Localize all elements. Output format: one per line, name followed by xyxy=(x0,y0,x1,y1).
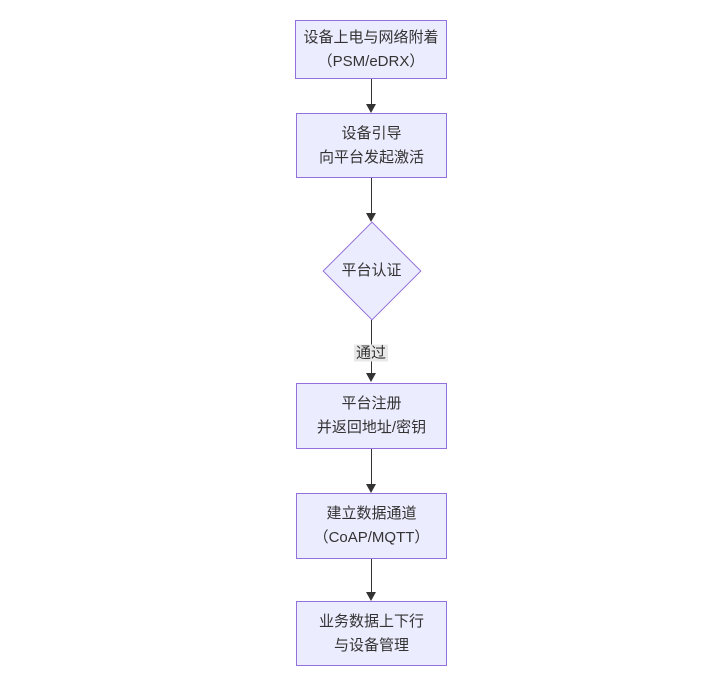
node-text-line: 设备上电与网络附着 xyxy=(303,28,439,46)
node-text-line: 业务数据上下行 xyxy=(318,612,424,630)
node-text-line: （PSM/eDRX） xyxy=(317,52,425,70)
node-text-line: 平台认证 xyxy=(341,261,402,279)
node-text-line: 并返回地址/密钥 xyxy=(316,419,427,436)
node-text-line: （CoAP/MQTT） xyxy=(313,529,430,546)
flow-node-platform-auth: 平台认证 xyxy=(322,221,422,321)
edge-line-e-f xyxy=(371,559,372,592)
flow-node-business-data: 业务数据上下行 与设备管理 xyxy=(296,601,447,666)
edge-line-b-c xyxy=(371,178,372,213)
node-text-line: 与设备管理 xyxy=(333,636,409,654)
arrow-down-icon xyxy=(366,104,376,113)
arrow-down-icon xyxy=(366,373,376,382)
flow-node-power-network-attach: 设备上电与网络附着 （PSM/eDRX） xyxy=(295,20,447,79)
flow-node-device-bootstrap: 设备引导 向平台发起激活 xyxy=(296,113,447,178)
arrow-down-icon xyxy=(366,484,376,493)
edge-line-d-e xyxy=(371,449,372,484)
node-text-line: 建立数据通道 xyxy=(326,505,417,522)
edge-label-pass: 通过 xyxy=(353,344,389,362)
node-text-line: 设备引导 xyxy=(341,124,402,142)
edge-line-a-b xyxy=(371,79,372,104)
arrow-down-icon xyxy=(366,592,376,601)
node-text-line: 向平台发起激活 xyxy=(318,148,424,166)
node-text-line: 平台注册 xyxy=(341,395,402,412)
flow-node-platform-register: 平台注册 并返回地址/密钥 xyxy=(296,383,447,449)
arrow-down-icon xyxy=(366,213,376,222)
flow-node-data-channel: 建立数据通道 （CoAP/MQTT） xyxy=(296,493,447,559)
